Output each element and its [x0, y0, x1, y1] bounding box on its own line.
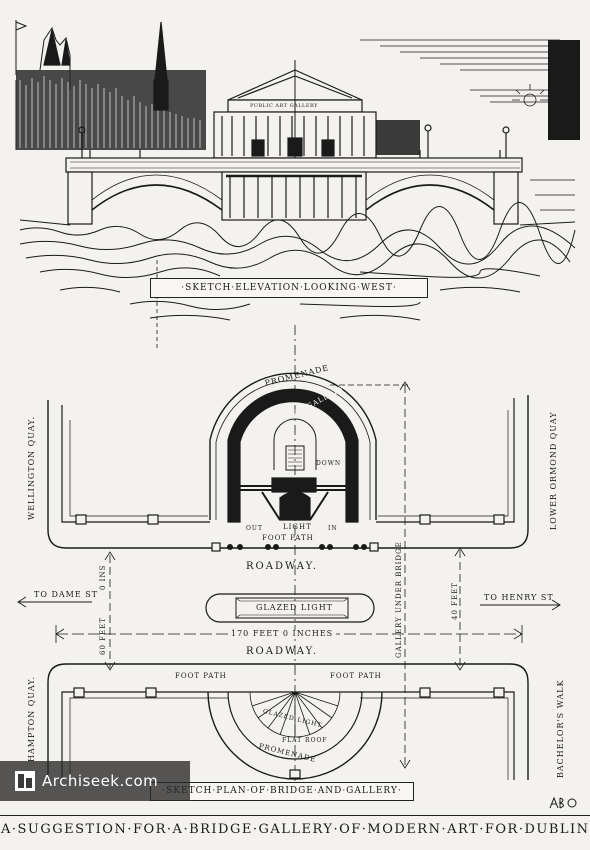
- label-to-henry-st: TO HENRY ST: [484, 593, 554, 602]
- elevation-caption: ·SKETCH·ELEVATION·LOOKING·WEST·: [181, 282, 397, 293]
- label-lower-ormond-quay: LOWER ORMOND QUAY: [549, 411, 558, 530]
- sculpture-gallery-wall: [227, 388, 359, 523]
- label-hampton-quay: HAMPTON QUAY.: [27, 675, 36, 762]
- elevation-sketch: [15, 20, 580, 350]
- monogram-signature: [549, 796, 577, 809]
- label-0-ins: 0 INS: [99, 564, 107, 590]
- label-light: LIGHT: [283, 523, 312, 531]
- label-60-feet: 60 FEET: [99, 617, 107, 655]
- label-out: OUT: [246, 525, 263, 532]
- fan-glazing: [249, 691, 341, 738]
- river-water: [19, 179, 576, 321]
- main-caption: :A·SUGGESTION·FOR·A·BRIDGE·GALLERY·OF·MO…: [0, 815, 590, 842]
- sky-hatching: [360, 39, 560, 107]
- archiseek-logo-icon: [15, 771, 35, 791]
- plan-caption: ·SKETCH·PLAN·OF·BRIDGE·AND·GALLERY·: [162, 786, 402, 796]
- plan-caption-box: ·SKETCH·PLAN·OF·BRIDGE·AND·GALLERY·: [150, 782, 414, 801]
- watermark-badge: Archiseek.com: [0, 761, 190, 801]
- church-spire: [154, 21, 168, 81]
- label-flat-roof: FLAT ROOF: [282, 737, 328, 744]
- lamp-posts: [227, 544, 367, 550]
- label-foot-path-top: FOOT PATH: [262, 534, 314, 542]
- label-foot-path-right: FOOT PATH: [330, 672, 382, 680]
- flag: [15, 20, 28, 75]
- promenade-arch-upper: [209, 372, 377, 520]
- elevation-caption-box: ·SKETCH·ELEVATION·LOOKING·WEST·: [150, 278, 428, 298]
- lower-promenade-semicircle: [207, 691, 383, 780]
- label-40-feet: 40 FEET: [451, 582, 459, 620]
- bridge: [65, 124, 523, 225]
- label-down: DOWN: [316, 460, 342, 467]
- label-roadway-1: ROADWAY.: [246, 561, 319, 572]
- upper-roadway-outline: [47, 395, 529, 549]
- label-in: IN: [328, 525, 338, 532]
- watermark-text: Archiseek.com: [42, 772, 159, 790]
- label-wellington-quay: WELLINGTON QUAY.: [27, 416, 36, 520]
- plan-drawing: [17, 325, 561, 790]
- label-bachelors-walk: BACHELOR'S WALK: [556, 679, 565, 778]
- glazed-light-oval: [205, 593, 375, 623]
- label-to-dame-st: TO DAME ST: [34, 590, 99, 599]
- label-glazed-light-center: GLAZED LIGHT: [256, 603, 334, 612]
- label-170-feet: 170 FEET 0 INCHES: [228, 630, 337, 638]
- gallery-building: [213, 60, 377, 200]
- lower-roadway-outline: [47, 663, 529, 780]
- label-roadway-2: ROADWAY.: [246, 646, 319, 657]
- label-foot-path-left: FOOT PATH: [175, 672, 227, 680]
- label-gallery-under-bridge: GALLERY UNDER BRIDGE: [395, 541, 403, 658]
- building-inscription: PUBLIC ART GALLERY: [250, 103, 318, 109]
